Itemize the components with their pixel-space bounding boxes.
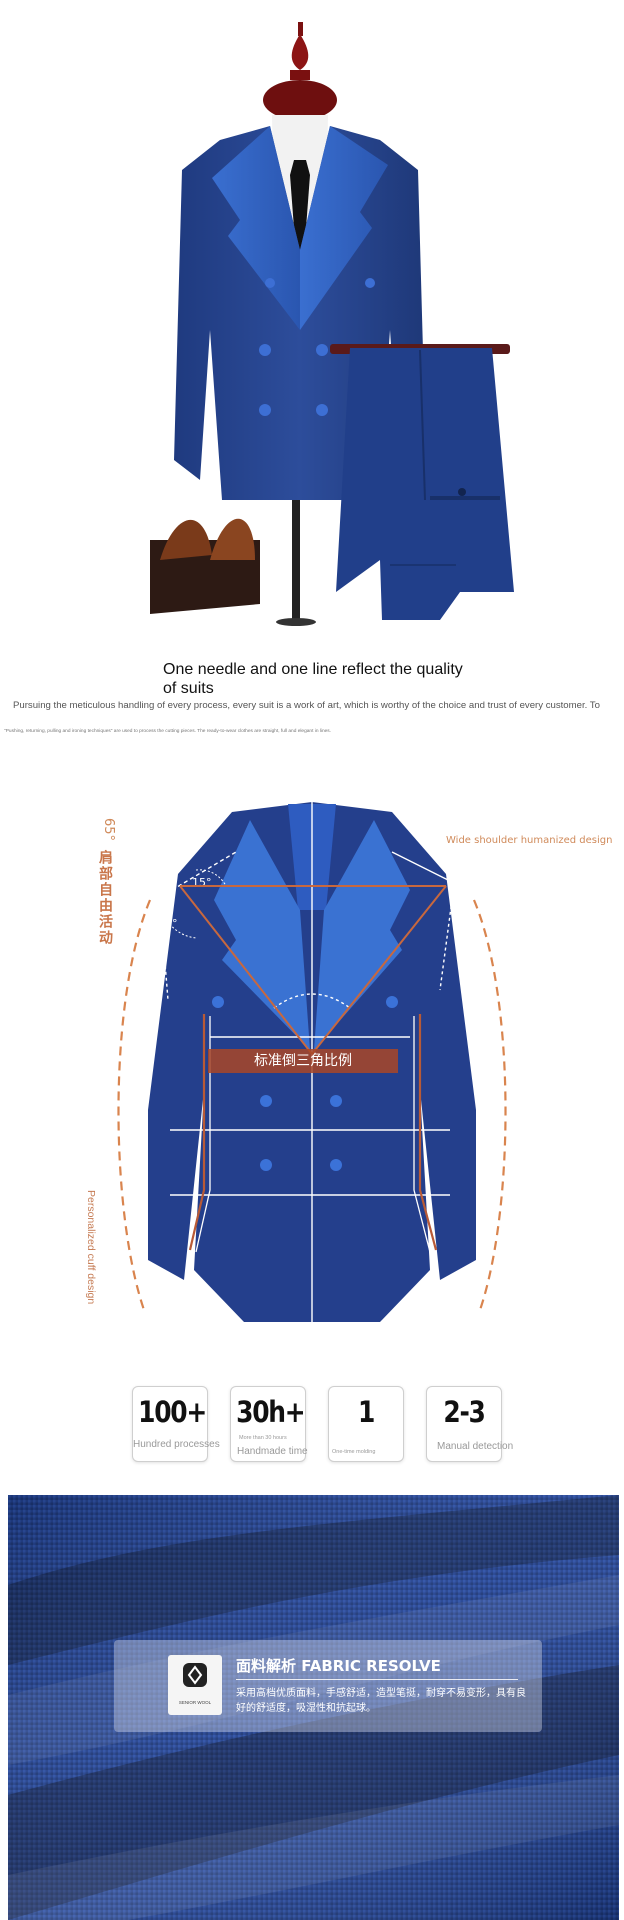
fabric-description: 采用高档优质面料，手感舒适，造型笔挺，耐穿不易变形，具有良好的舒适度，吸湿性和抗…	[236, 1688, 526, 1714]
stat-card-manual-detection: 2-3 Manual detection	[426, 1386, 513, 1462]
stat-value: 2-3	[443, 1395, 485, 1429]
angle-45-label: 45°	[158, 917, 178, 930]
senior-wool-icon	[183, 1663, 207, 1687]
stat-subtext: One-time molding	[332, 1449, 376, 1455]
stat-card-one-time-molding: 1 One-time molding	[328, 1386, 404, 1462]
angle-65-label: 65°	[101, 818, 116, 842]
stat-card-processes: 100+ Hundred processes	[132, 1386, 220, 1462]
stat-card-handmade-time: 30h+ More than 30 hours Handmade time	[230, 1386, 308, 1462]
mannequin-finial	[263, 22, 337, 120]
stat-label: Hundred processes	[133, 1439, 220, 1450]
stat-label: Manual detection	[437, 1441, 514, 1452]
fabric-resolve-title: 面料解析 FABRIC RESOLVE	[236, 1657, 441, 1675]
wide-shoulder-label: Wide shoulder humanized design	[446, 835, 613, 846]
stat-label: Handmade time	[237, 1446, 308, 1457]
fabric-title-divider	[236, 1679, 518, 1680]
fine-print: "Pushing, returning, pulling and ironing…	[4, 729, 332, 734]
stat-value: 30h+	[236, 1395, 305, 1429]
suit-hero-image	[150, 22, 514, 626]
angle-15-label: 15°	[192, 876, 212, 889]
section-headline: One needle and one line reflect the qual…	[163, 661, 463, 697]
senior-wool-badge	[168, 1655, 222, 1715]
cuff-design-label: Personalized cuff design	[85, 1190, 97, 1305]
inverted-triangle-ratio-label: 标准倒三角比例	[208, 1049, 398, 1073]
fabric-closeup-image	[8, 1495, 619, 1920]
shoulder-free-movement-label: 肩部自由活动	[98, 850, 114, 946]
senior-wool-label: SENIOR WOOL	[178, 1700, 212, 1705]
section-body-text: Pursuing the meticulous handling of ever…	[13, 700, 600, 711]
stat-value: 1	[357, 1395, 375, 1429]
stat-subtext: More than 30 hours	[239, 1435, 287, 1441]
stat-value: 100+	[138, 1395, 207, 1429]
